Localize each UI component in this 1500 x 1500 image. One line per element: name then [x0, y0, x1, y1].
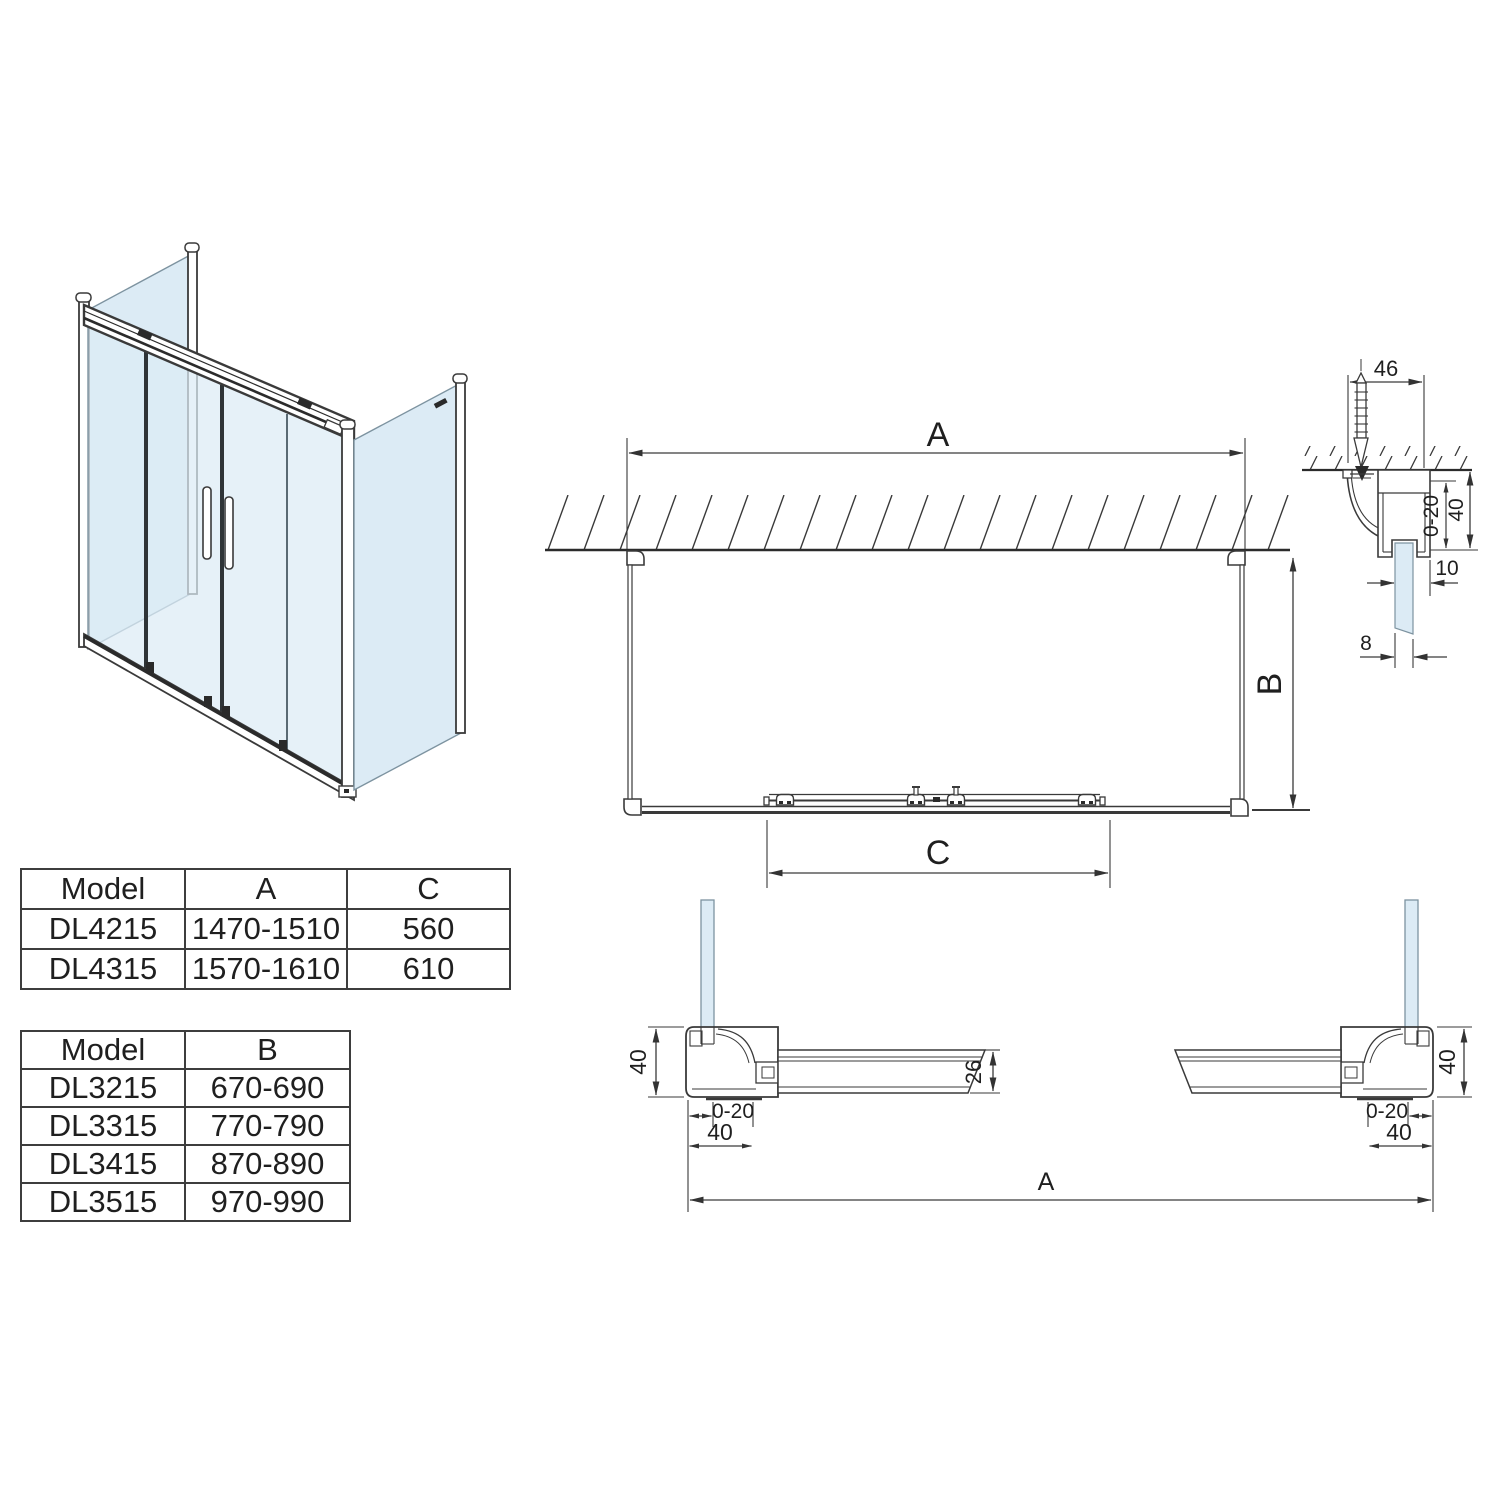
dim-b-cell: 970-990 — [184, 1182, 351, 1222]
plan-dim-c-label: C — [926, 834, 951, 872]
wall-anchor-screw — [1353, 359, 1369, 468]
model-cell: DL3315 — [20, 1106, 186, 1146]
iso-top-rail-track — [83, 316, 355, 436]
spec-table-model-b: Model B DL3215 670-690 DL3315 770-790 DL… — [20, 1030, 351, 1222]
table-row: Model A C — [20, 868, 511, 910]
iso-panel-clamp-mark — [433, 397, 448, 409]
table-row: DL4215 1470-1510 560 — [20, 908, 511, 950]
floor-right-dim-40v-label: 40 — [1434, 1049, 1460, 1075]
model-cell: DL4315 — [20, 948, 186, 990]
plan-bracket-top-right — [1227, 550, 1246, 566]
iso-door-guide-3 — [222, 706, 230, 717]
iso-door-guide-2 — [204, 696, 212, 707]
iso-door-hanger-2 — [296, 397, 313, 410]
iso-front-left-post-cap — [75, 292, 92, 303]
iso-right-far-post — [455, 380, 466, 734]
detail-dim-glass-label: 8 — [1360, 632, 1372, 655]
col-header-a: A — [184, 868, 348, 910]
col-header-model: Model — [20, 1030, 186, 1070]
floor-left-glass — [700, 899, 715, 1043]
floor-left-dim-40h-label: 40 — [707, 1119, 733, 1145]
iso-left-back-post-cap — [184, 242, 200, 253]
table-row: Model B — [20, 1030, 351, 1070]
dim-b-cell: 670-690 — [184, 1068, 351, 1108]
table-row: DL3415 870-890 — [20, 1144, 351, 1184]
plan-view: A — [545, 416, 1310, 888]
plan-wall-hatch — [545, 495, 1290, 550]
floor-detail-right: 40 0-20 40 — [1173, 899, 1472, 1149]
floor-right-glass — [1404, 899, 1419, 1043]
wall-mount-detail: 46 0-20 — [1302, 356, 1478, 668]
isometric-view — [75, 242, 468, 802]
plan-right-side-glass — [1239, 564, 1245, 800]
floor-profile-detail: 26 40 0-20 40 — [625, 899, 1472, 1212]
dim-b-cell: 770-790 — [184, 1106, 351, 1146]
plan-bracket-bottom-right — [1230, 798, 1249, 817]
iso-door-handle-right — [224, 496, 234, 570]
model-cell: DL3515 — [20, 1182, 186, 1222]
iso-door-guide-4 — [279, 740, 287, 751]
floor-left-dim-adjust-label: 0-20 — [712, 1100, 754, 1123]
table-row: DL3515 970-990 — [20, 1182, 351, 1222]
model-cell: DL3415 — [20, 1144, 186, 1184]
table-row: DL3215 670-690 — [20, 1068, 351, 1108]
model-cell: DL4215 — [20, 908, 186, 950]
plan-left-side-glass — [627, 564, 633, 800]
dim-a-cell: 1570-1610 — [184, 948, 348, 990]
plan-dim-b-label: B — [1251, 673, 1289, 696]
spec-table-model-a-c: Model A C DL4215 1470-1510 560 DL4315 15… — [20, 868, 511, 990]
col-header-c: C — [346, 868, 511, 910]
floor-right-dim-adjust-label: 0-20 — [1366, 1100, 1408, 1123]
iso-front-right-post-cap — [339, 419, 356, 430]
dim-c-cell: 560 — [346, 908, 511, 950]
plan-track-end-left — [763, 796, 770, 806]
detail-dim-depth-label: 40 — [1445, 498, 1468, 521]
iso-door-handle-left — [202, 486, 212, 560]
table-row: DL3315 770-790 — [20, 1106, 351, 1146]
plan-track-end-right — [1099, 796, 1106, 806]
floor-dim-a-label: A — [1038, 1168, 1055, 1196]
col-header-model: Model — [20, 868, 186, 910]
iso-right-far-post-cap — [452, 373, 468, 384]
plan-rollers — [775, 786, 1097, 806]
dim-a-cell: 1470-1510 — [184, 908, 348, 950]
dim-c-cell: 610 — [346, 948, 511, 990]
plan-bracket-top-left — [626, 550, 645, 566]
detail-wall-hatch — [1302, 446, 1472, 470]
table-row: DL4315 1570-1610 610 — [20, 948, 511, 990]
plan-dim-a-label: A — [927, 416, 950, 454]
detail-profile-body — [1377, 469, 1431, 558]
detail-glass-panel — [1394, 542, 1414, 635]
iso-foot-mark — [344, 789, 349, 793]
iso-door-guide-1 — [146, 662, 154, 673]
model-cell: DL3215 — [20, 1068, 186, 1108]
col-header-b: B — [184, 1030, 351, 1070]
floor-right-dim-40h-label: 40 — [1386, 1119, 1412, 1145]
plan-bracket-bottom-left — [623, 798, 642, 816]
dim-b-cell: 870-890 — [184, 1144, 351, 1184]
iso-bottom-rail-track — [83, 634, 355, 792]
floor-left-dim-40v-label: 40 — [625, 1049, 651, 1075]
iso-door-hanger-1 — [136, 328, 153, 341]
detail-dim-46-label: 46 — [1374, 356, 1398, 381]
detail-dim-adjust-label: 0-20 — [1420, 495, 1443, 537]
floor-detail-left: 26 40 0-20 40 — [625, 899, 1000, 1149]
floor-dim-26-label: 26 — [961, 1060, 986, 1084]
iso-right-side-panel — [353, 381, 462, 792]
iso-front-right-post — [341, 425, 355, 798]
detail-dim-offset-label: 10 — [1435, 557, 1458, 580]
